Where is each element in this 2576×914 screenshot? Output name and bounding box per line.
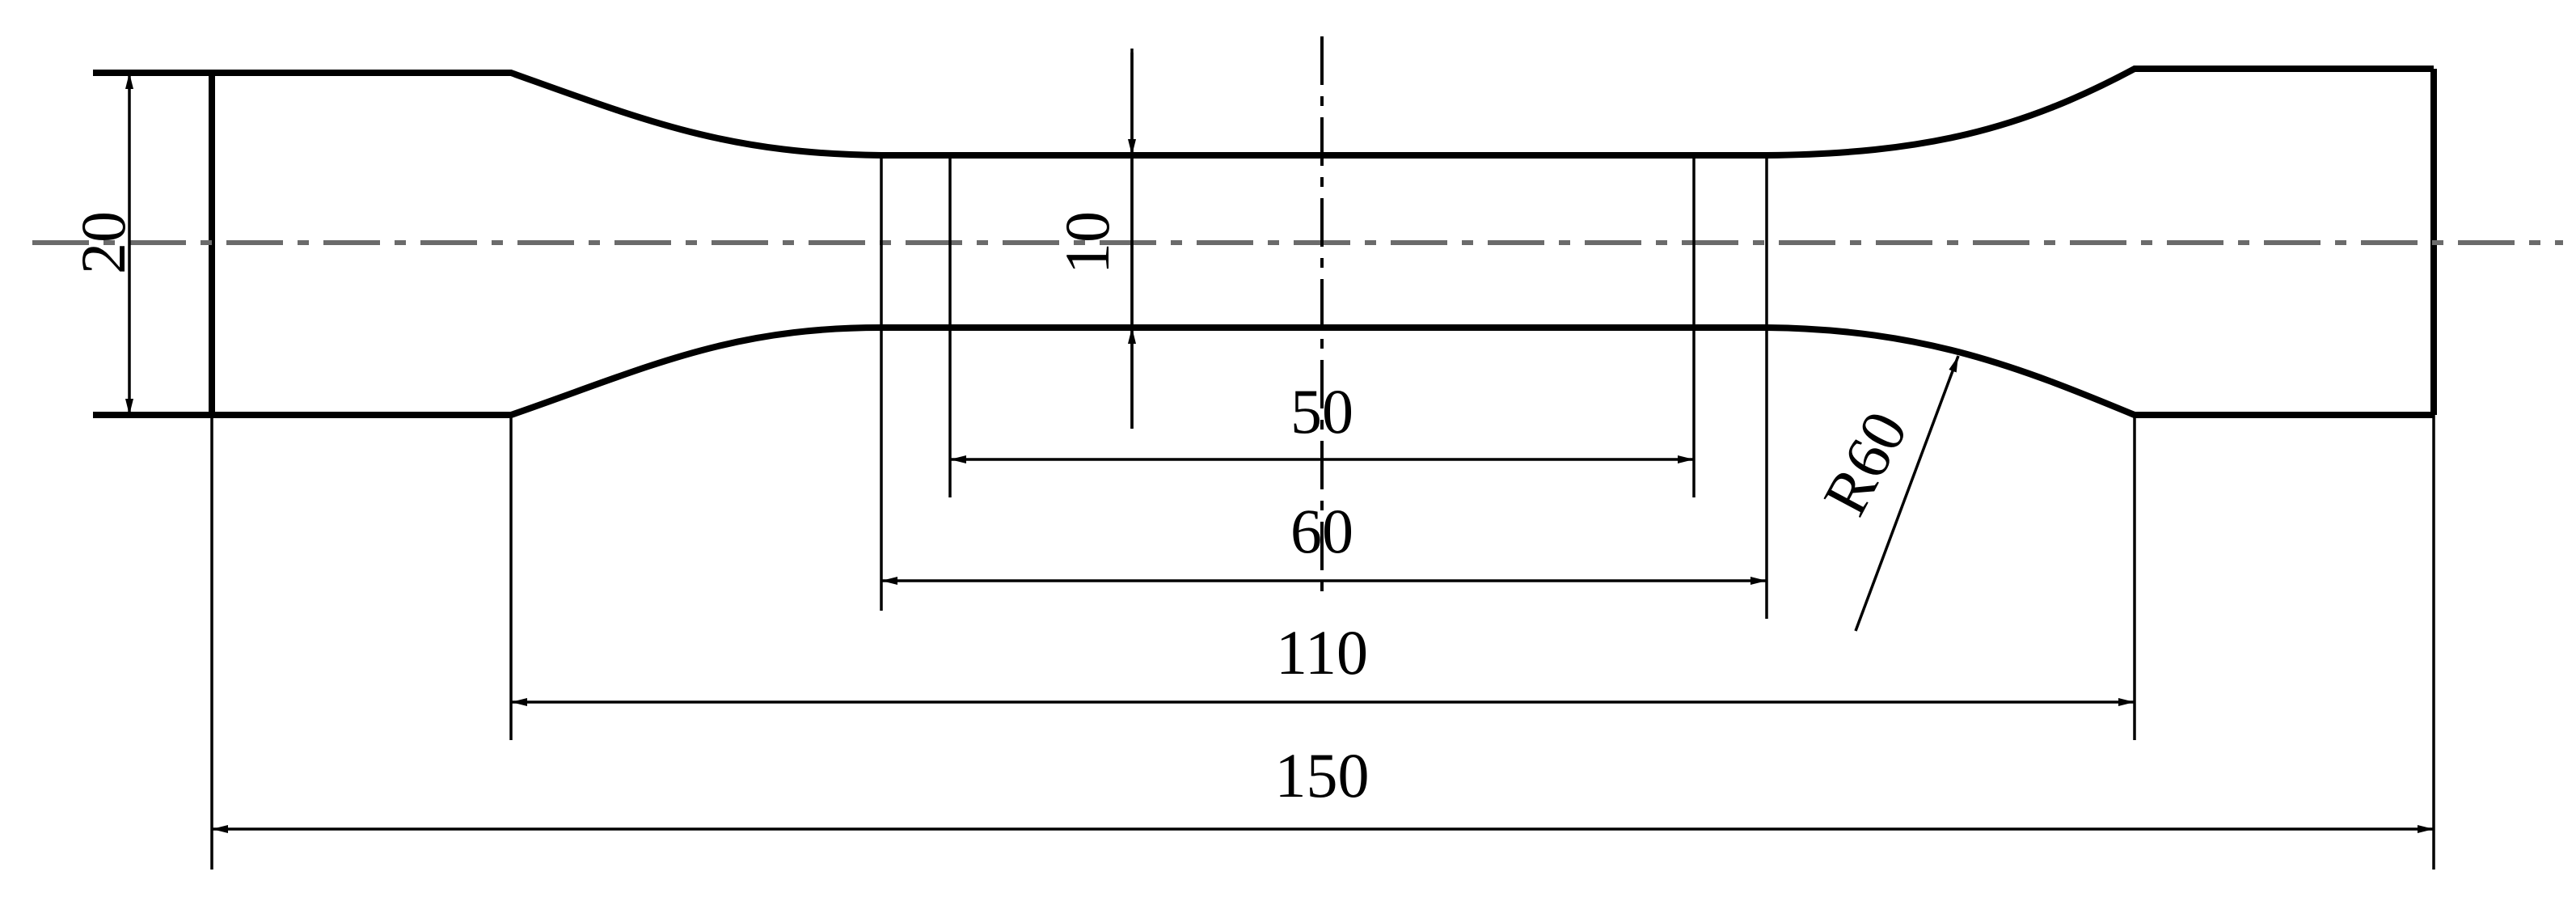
dimension-parallel-length: 60 — [881, 496, 1767, 585]
dimension-transition-length: 110 — [511, 617, 2135, 706]
dimension-label-overall-length: 150 — [1275, 740, 1370, 810]
dimension-overall-length: 150 — [212, 740, 2434, 833]
dimension-label-grip-width: 20 — [68, 211, 138, 274]
dimension-fillet-radius: R60 — [1810, 355, 1960, 632]
dimension-grip-width: 20 — [68, 73, 138, 415]
dimension-label-gauge-length: 50 — [1290, 376, 1353, 446]
dimension-label-gauge-width: 10 — [1052, 211, 1122, 274]
dimension-label-transition-length: 110 — [1276, 617, 1368, 688]
dimension-label-parallel-length: 60 — [1290, 496, 1353, 566]
dimension-gauge-length: 50 — [950, 376, 1694, 463]
dimension-label-fillet-radius: R60 — [1810, 400, 1921, 527]
dimension-gauge-width: 10 — [1052, 53, 1136, 429]
